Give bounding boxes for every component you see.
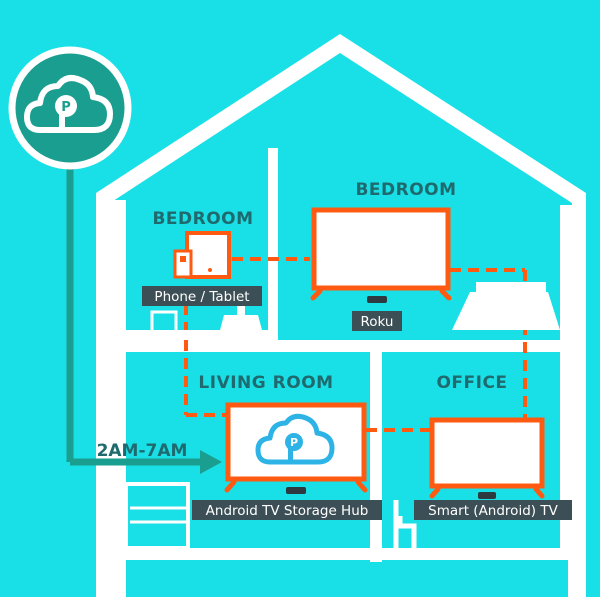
floor-lamp-shade-icon (452, 292, 560, 330)
tablet-icon (185, 231, 231, 279)
office-device-icon (478, 492, 496, 499)
label-bg-android-hub (192, 500, 382, 520)
cloud-service: P (8, 46, 222, 474)
living-room: LIVING ROOM P Android TV Storage Hub (124, 373, 382, 550)
office-tv-leg-left (429, 486, 441, 499)
office-tv-leg-right (533, 486, 545, 499)
hub-logo-letter: P (290, 436, 298, 449)
house-walls (96, 34, 586, 597)
hub-tv-leg-right (355, 479, 368, 493)
label-smart-tv: Smart (Android) TV (428, 503, 558, 519)
floor-divider (126, 340, 570, 352)
lamp-base-icon (220, 315, 262, 330)
office: OFFICE Smart (Android) TV (393, 373, 572, 548)
hub-device-icon (286, 487, 306, 494)
bedroom-left: BEDROOM Phone / Tablet (126, 209, 268, 340)
label-bg-phone-tablet (142, 286, 262, 306)
hub-cloud-logo-icon: P (255, 413, 335, 465)
room-title-bedroom-right: BEDROOM (355, 180, 456, 200)
nightstand-icon (150, 310, 178, 334)
right-wall (568, 205, 586, 597)
arrow-head-icon (200, 450, 222, 474)
ground-floor (96, 548, 586, 560)
tablet-button (208, 268, 212, 272)
phone-screen-mark (180, 256, 186, 262)
label-phone-tablet: Phone / Tablet (154, 289, 249, 305)
upper-divider-wall (268, 148, 278, 340)
label-bg-roku (352, 311, 402, 331)
label-roku: Roku (361, 314, 394, 330)
cloud-logo-letter: P (61, 100, 71, 115)
phone-icon (173, 249, 193, 279)
roku-tv-screen (311, 207, 451, 291)
left-wall (96, 200, 126, 597)
couch-icon (124, 482, 190, 550)
room-title-living-room: LIVING ROOM (198, 373, 333, 393)
roku-tv-leg-right (439, 288, 452, 301)
lamp-stem-icon (237, 306, 245, 316)
label-android-tv-hub: Android TV Storage Hub (206, 503, 369, 519)
roku-device-icon (367, 296, 387, 303)
office-chair-icon (393, 500, 417, 548)
hub-tv-leg-left (224, 479, 237, 493)
lower-divider-wall (370, 352, 382, 562)
roku-tv-leg-left (310, 288, 323, 301)
office-tv-screen (429, 417, 545, 489)
bed-shelf (126, 330, 268, 340)
cloud-logo-icon: P (24, 75, 113, 133)
room-title-bedroom-left: BEDROOM (152, 209, 253, 229)
floor-lamp-top-icon (476, 282, 546, 292)
bedroom-right: BEDROOM Roku (310, 180, 560, 331)
device-connections (184, 257, 527, 432)
sync-window-label: 2AM-7AM (97, 441, 188, 461)
label-bg-smart-tv (414, 500, 572, 520)
right-inner-wall (560, 205, 572, 548)
room-title-office: OFFICE (436, 373, 507, 393)
